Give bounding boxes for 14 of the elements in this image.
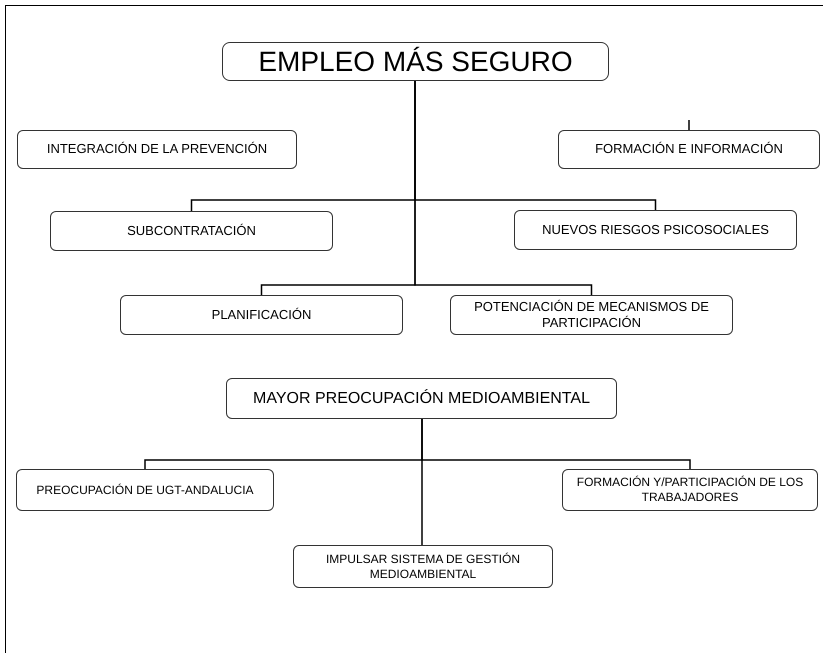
topic-box: POTENCIACIÓN DE MECANISMOS DE PARTICIPACIÓN — [450, 295, 733, 335]
topic-box: INTEGRACIÓN DE LA PREVENCIÓN — [17, 130, 297, 169]
topic-box: EMPLEO MÁS SEGURO — [222, 42, 609, 81]
topic-box: PREOCUPACIÓN DE UGT-ANDALUCIA — [16, 469, 274, 511]
topic-box: FORMACIÓN Y/PARTICIPACIÓN DE LOS TRABAJADORES — [562, 469, 818, 511]
topic-box: MAYOR PREOCUPACIÓN MEDIOAMBIENTAL — [226, 378, 617, 419]
connector-line — [421, 419, 423, 545]
topic-box: SUBCONTRATACIÓN — [50, 211, 333, 251]
topic-box: FORMACIÓN E INFORMACIÓN — [558, 130, 820, 169]
topic-box: PLANIFICACIÓN — [120, 295, 403, 335]
connector-line — [688, 120, 690, 130]
connector-line — [414, 81, 592, 295]
topic-box: NUEVOS RIESGOS PSICOSOCIALES — [514, 210, 797, 250]
topic-box: IMPULSAR SISTEMA DE GESTIÓN MEDIOAMBIENTAL — [293, 545, 553, 588]
